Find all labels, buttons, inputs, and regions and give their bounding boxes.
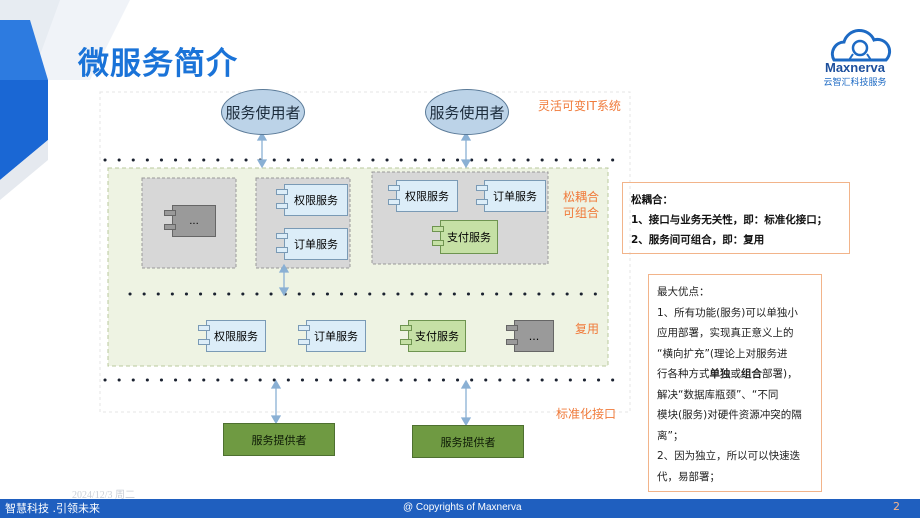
component-tab-icon <box>476 185 488 191</box>
label-standard-interface: 标准化接口 <box>556 407 617 421</box>
loose-coupling-line: 2、服务间可组合，即：复用 <box>631 234 765 246</box>
footer-date: 2024/12/3 周二 <box>72 490 136 501</box>
advantage-text: 行各种方式 <box>657 368 710 380</box>
service-component: ... <box>172 205 216 237</box>
advantage-bold: 单独 <box>709 368 731 380</box>
component-tab-icon <box>276 203 288 209</box>
page-title: 微服务简介 <box>78 46 238 82</box>
reuse-service: ... <box>514 320 554 352</box>
component-tab-icon <box>298 325 310 331</box>
advantage-line: 最大优点： <box>657 286 710 298</box>
component-tab-icon <box>388 185 400 191</box>
advantage-line: 行各种方式单独或组合部署)， <box>657 364 813 385</box>
component-tab-icon <box>164 210 176 216</box>
advantages-box: 最大优点： 1、所有功能(服务)可以单独小 应用部署，实现真正意义上的 “横向扩… <box>648 274 822 492</box>
loose-coupling-title: 松耦合： <box>631 194 673 206</box>
label-flexible-it: 灵活可变IT系统 <box>538 99 621 113</box>
advantage-text: 部署)， <box>762 368 798 380</box>
component-tab-icon <box>388 199 400 205</box>
brain-cloud-icon <box>830 29 892 62</box>
component-tab-icon <box>298 339 310 345</box>
advantage-line: 应用部署，实现真正意义上的 <box>657 327 794 339</box>
service-consumer-oval: 服务使用者 <box>425 89 509 135</box>
advantage-line: “横向扩充”(理论上对服务进 <box>657 347 788 360</box>
service-provider: 服务提供者 <box>412 425 524 458</box>
component-tab-icon <box>198 339 210 345</box>
loose-coupling-line: 1、接口与业务无关性，即：标准化接口； <box>631 214 828 226</box>
service-component: 订单服务 <box>284 228 348 260</box>
advantage-line: 2、因为独立，所以可以快速迭 <box>657 450 801 462</box>
component-tab-icon <box>400 339 412 345</box>
advantage-line: 代，易部署； <box>657 470 720 483</box>
component-tab-icon <box>476 199 488 205</box>
service-component: 订单服务 <box>484 180 546 212</box>
component-tab-icon <box>276 233 288 239</box>
footer-slogan: 智慧科技 .引领未来 <box>5 502 100 515</box>
component-tab-icon <box>198 325 210 331</box>
loose-coupling-box: 松耦合： 1、接口与业务无关性，即：标准化接口； 2、服务间可组合，即：复用 <box>622 182 850 254</box>
footer-bar <box>0 499 920 518</box>
service-component: 支付服务 <box>440 220 498 254</box>
advantage-line: 1、所有功能(服务)可以单独小 <box>657 306 798 319</box>
page-number: 2 <box>893 500 900 513</box>
advantage-line: 模块(服务)对硬件资源冲突的隔 <box>657 409 802 421</box>
service-consumer-oval: 服务使用者 <box>221 89 305 135</box>
reuse-service: 权限服务 <box>206 320 266 352</box>
advantage-line: 解决“数据库瓶颈”、“不同 <box>657 388 779 401</box>
component-tab-icon <box>276 247 288 253</box>
advantage-text: 或 <box>730 368 742 380</box>
service-provider: 服务提供者 <box>223 423 335 456</box>
footer-copyright: @ Copyrights of Maxnerva <box>403 502 522 513</box>
reuse-service: 订单服务 <box>306 320 366 352</box>
advantage-bold: 组合 <box>741 368 762 380</box>
component-tab-icon <box>276 189 288 195</box>
component-tab-icon <box>164 224 176 230</box>
service-component: 权限服务 <box>396 180 458 212</box>
service-component: 权限服务 <box>284 184 348 216</box>
label-composable: 可组合 <box>563 206 600 220</box>
component-tab-icon <box>506 339 518 345</box>
label-loose-coupling: 松耦合 <box>563 190 600 204</box>
component-tab-icon <box>400 325 412 331</box>
logo-tagline: 云智汇科技服务 <box>823 78 887 88</box>
reuse-service: 支付服务 <box>408 320 466 352</box>
advantage-line: 离”； <box>657 429 684 442</box>
label-reuse: 复用 <box>575 322 600 336</box>
logo-name: Maxnerva <box>825 60 885 75</box>
component-tab-icon <box>432 240 444 246</box>
component-tab-icon <box>506 325 518 331</box>
component-tab-icon <box>432 226 444 232</box>
